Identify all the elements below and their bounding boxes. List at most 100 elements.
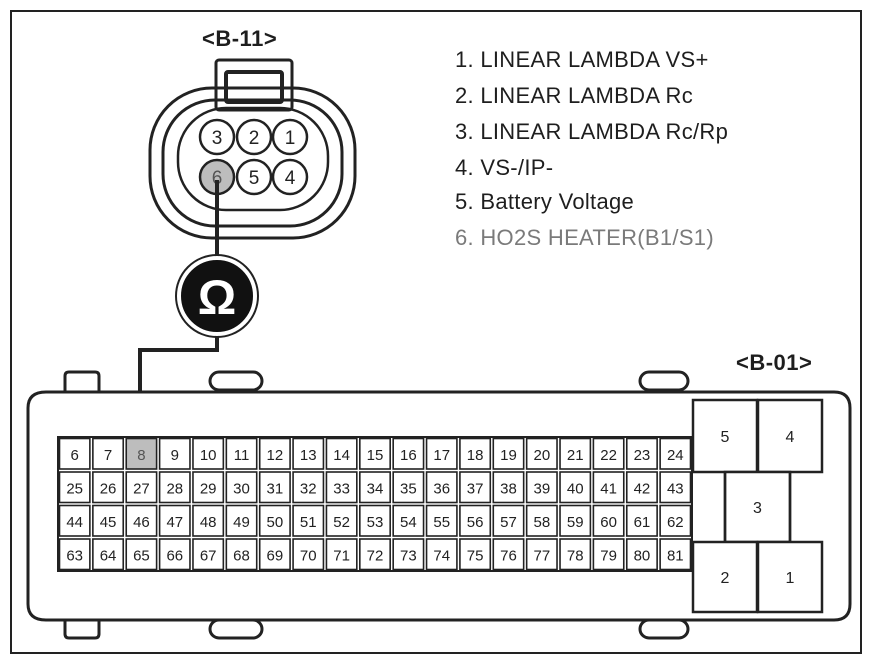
b01-top-clip-2	[638, 370, 690, 392]
b01-pin-32	[292, 471, 325, 504]
b01-pin-54	[392, 504, 425, 537]
b01-pin-36	[425, 471, 458, 504]
b01-pin-label-50: 50	[267, 514, 284, 531]
connector-b11	[148, 58, 357, 240]
b11-latch	[214, 58, 294, 112]
b01-pin-label-21: 21	[567, 447, 584, 464]
legend-item-1: 1. LINEAR LAMBDA VS+	[455, 47, 709, 72]
b01-pin-52	[325, 504, 358, 537]
b01-pin-44	[58, 504, 91, 537]
b01-pin-41	[592, 471, 625, 504]
b01-pin-81	[659, 538, 692, 571]
b01-pin-10	[192, 437, 225, 470]
b01-pin-42	[625, 471, 658, 504]
b01-pin-label-7: 7	[104, 447, 112, 464]
b01-pin-78	[559, 538, 592, 571]
b01-pin-label-75: 75	[467, 547, 484, 564]
b01-pin-label-23: 23	[634, 447, 651, 464]
b01-pin-49	[225, 504, 258, 537]
b01-pin-60	[592, 504, 625, 537]
b01-power-pin-5	[691, 398, 759, 474]
legend-item-4: 4. VS-/IP-	[455, 155, 554, 180]
b01-pin-label-69: 69	[267, 547, 284, 564]
b01-pin-label-34: 34	[367, 480, 384, 497]
b01-pin-label-13: 13	[300, 447, 317, 464]
b01-pin-label-80: 80	[634, 547, 651, 564]
b01-pin-label-41: 41	[600, 480, 617, 497]
b01-top-clip-1	[208, 370, 264, 392]
b01-pin-label-44: 44	[66, 514, 83, 531]
b01-pin-45	[92, 504, 125, 537]
b11-pin-label-6: 6	[212, 168, 223, 189]
b01-pin-label-16: 16	[400, 447, 417, 464]
b01-pin-label-62: 62	[667, 514, 684, 531]
b01-bottom-clip-2	[638, 618, 690, 640]
b11-pin-1	[271, 118, 309, 156]
b01-pin-label-45: 45	[100, 514, 117, 531]
b01-pin-label-27: 27	[133, 480, 150, 497]
b01-pin-31	[258, 471, 291, 504]
b01-pin-label-66: 66	[166, 547, 183, 564]
b01-pin-21	[559, 437, 592, 470]
b01-pin-75	[459, 538, 492, 571]
b01-pin-64	[92, 538, 125, 571]
b01-pin-label-67: 67	[200, 547, 217, 564]
b01-pin-label-8: 8	[137, 447, 145, 464]
b01-pin-30	[225, 471, 258, 504]
b01-pin-66	[158, 538, 191, 571]
b01-pin-25	[58, 471, 91, 504]
b01-pin-56	[459, 504, 492, 537]
b11-housing-inner	[161, 98, 344, 228]
b01-pin-57	[492, 504, 525, 537]
b01-pin-label-54: 54	[400, 514, 417, 531]
b01-pin-12	[258, 437, 291, 470]
b01-pin-35	[392, 471, 425, 504]
b01-pin-label-39: 39	[533, 480, 550, 497]
b01-pin-label-47: 47	[166, 514, 183, 531]
b01-power-pin-label-3: 3	[753, 500, 762, 517]
b01-grid-border	[57, 436, 693, 572]
b01-pin-label-81: 81	[667, 547, 684, 564]
b01-pin-65	[125, 538, 158, 571]
legend-item-6: 6. HO2S HEATER(B1/S1)	[455, 225, 714, 250]
b01-pin-15	[359, 437, 391, 470]
b01-pin-80	[625, 538, 658, 571]
b01-pin-label-30: 30	[233, 480, 250, 497]
b01-pin-46	[125, 504, 158, 537]
b01-pin-37	[459, 471, 492, 504]
connector-b01-name: <B-01>	[736, 350, 813, 375]
b01-pin-label-26: 26	[100, 480, 117, 497]
b01-pin-label-36: 36	[433, 480, 450, 497]
b01-pin-7	[92, 437, 125, 470]
b01-pin-label-32: 32	[300, 480, 317, 497]
b01-pin-label-68: 68	[233, 547, 250, 564]
b01-pin-47	[158, 504, 191, 537]
b01-pin-79	[592, 538, 625, 571]
b01-pin-label-74: 74	[433, 547, 450, 564]
legend-item-2: 2. LINEAR LAMBDA Rc	[455, 83, 693, 108]
b01-pin-label-12: 12	[267, 447, 284, 464]
b01-pin-label-15: 15	[367, 447, 384, 464]
b01-pin-label-49: 49	[233, 514, 250, 531]
ohm-symbol: Ω	[198, 272, 236, 325]
b01-pin-label-24: 24	[667, 447, 684, 464]
b01-pin-label-38: 38	[500, 480, 517, 497]
b11-pin-label-1: 1	[285, 128, 296, 149]
b01-pin-label-22: 22	[600, 447, 617, 464]
b01-pin-61	[625, 504, 658, 537]
b01-pin-9	[158, 437, 191, 470]
b01-power-pin-label-5: 5	[721, 429, 730, 446]
b01-pin-20	[525, 437, 558, 470]
b01-pin-label-60: 60	[600, 514, 617, 531]
b01-pin-33	[325, 471, 358, 504]
b01-pin-label-25: 25	[66, 480, 83, 497]
b01-pin-14	[325, 437, 358, 470]
b11-pin-4	[271, 158, 309, 196]
b01-pin-69	[258, 538, 291, 571]
b01-pin-label-76: 76	[500, 547, 517, 564]
b01-pin-39	[525, 471, 558, 504]
b01-power-pin-label-4: 4	[786, 429, 795, 446]
